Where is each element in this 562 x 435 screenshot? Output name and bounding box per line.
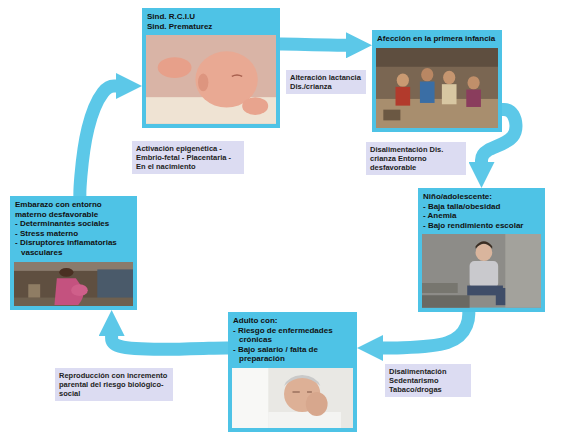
cycle-stage-box: Embarazo con entorno materno desfavorabl… [10, 196, 137, 310]
box-item: - Bajo salario / falta de preparación [233, 345, 352, 364]
box-heading: Adulto con: [233, 316, 352, 326]
box-item: - Determinantes sociales [15, 219, 132, 229]
children-photo [376, 48, 498, 128]
box-heading: Embarazo con entorno materno desfavorabl… [15, 200, 132, 219]
edge-label-box: Disalimentación Dis. crianza Entorno des… [366, 142, 466, 175]
box-item: Sind. Prematurez [147, 22, 275, 32]
cycle-stage-box: Adulto con:- Riesgo de enfermedades crón… [228, 312, 357, 432]
box-text-area: Afección en la primera infancia [372, 30, 502, 48]
cycle-arrow [383, 312, 469, 348]
box-heading: Sind. R.C.I.U [147, 12, 275, 22]
adult-photo [232, 368, 353, 428]
edge-label-box: Reproducción con incremento parental del… [55, 368, 173, 401]
box-text-area: Adulto con:- Riesgo de enfermedades crón… [228, 312, 357, 368]
cycle-stage-box: Afección en la primera infancia [372, 30, 502, 132]
cycle-arrow [112, 336, 228, 349]
edge-label-box: Activación epigenética - Embrio-fetal - … [132, 141, 244, 174]
box-item: - Stress materno [15, 229, 132, 239]
edge-label-box: Alteración lactancia Dis./crianza [286, 70, 366, 94]
edge-label: Disalimentación Dis. crianza Entorno des… [370, 145, 462, 172]
edge-label: Disalimentación Sedentarismo Tabaco/drog… [389, 367, 467, 394]
box-item: - Baja talla/obesidad [423, 202, 540, 212]
pregnant-woman-photo [14, 262, 133, 306]
edge-label: Activación epigenética - Embrio-fetal - … [136, 144, 240, 171]
cycle-arrow [280, 44, 346, 45]
edge-label-box: Disalimentación Sedentarismo Tabaco/drog… [385, 364, 471, 397]
box-text-area: Embarazo con entorno materno desfavorabl… [10, 196, 137, 262]
box-item: - Anemia [423, 211, 540, 221]
baby-photo [146, 35, 276, 124]
teenager-photo [422, 234, 541, 308]
edge-label: Alteración lactancia Dis./crianza [290, 73, 362, 91]
edge-label: Reproducción con incremento parental del… [59, 371, 169, 398]
cycle-arrow [80, 86, 116, 196]
box-item: - Riesgo de enfermedades crónicas [233, 326, 352, 345]
cycle-stage-box: Niño/adolescente:- Baja talla/obesidad- … [418, 188, 545, 312]
box-text-area: Niño/adolescente:- Baja talla/obesidad- … [418, 188, 545, 234]
box-heading: Afección en la primera infancia [377, 34, 497, 44]
box-heading: Niño/adolescente: [423, 192, 540, 202]
cycle-arrow [482, 110, 516, 162]
box-text-area: Sind. R.C.I.USind. Prematurez [142, 8, 280, 35]
cycle-stage-box: Sind. R.C.I.USind. Prematurez [142, 8, 280, 128]
box-item: - Bajo rendimiento escolar [423, 221, 540, 231]
box-item: - Disruptores inflamatorias vasculares [15, 238, 132, 257]
